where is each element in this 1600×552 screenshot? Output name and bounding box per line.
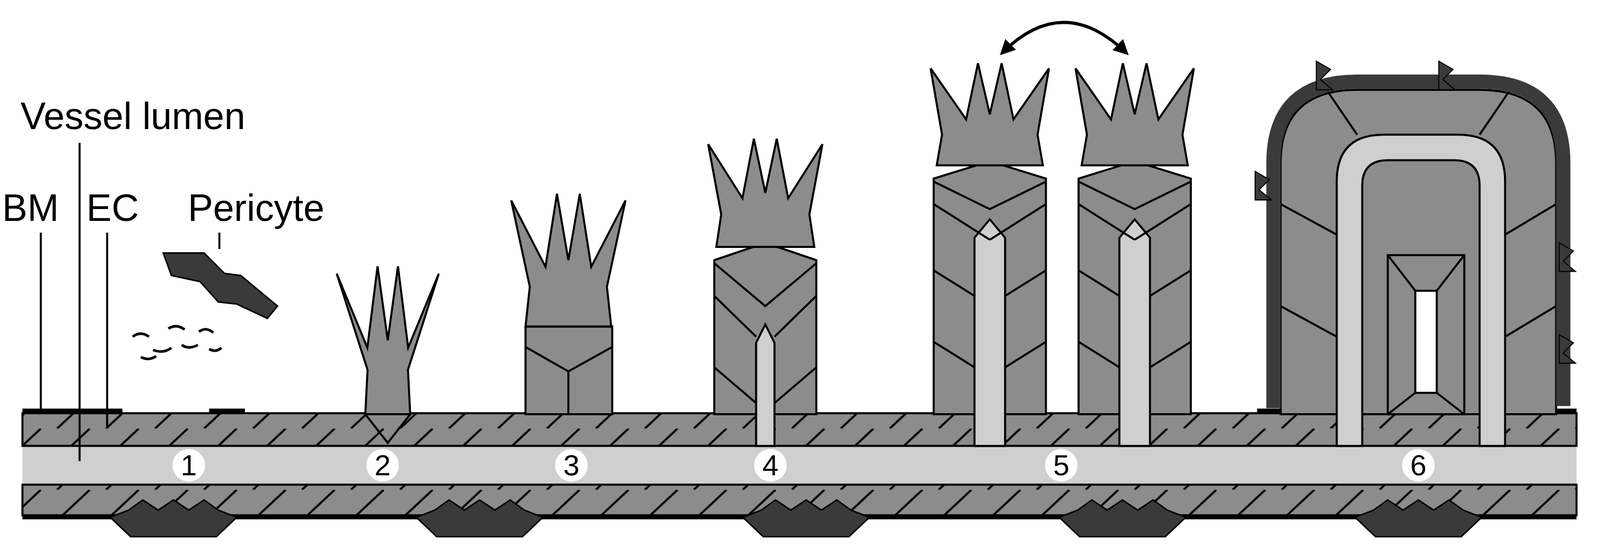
pericyte	[416, 499, 543, 537]
cell-border	[933, 341, 975, 368]
cell-border	[774, 367, 817, 403]
callout-number: 1	[180, 450, 198, 480]
cell-border	[714, 367, 757, 403]
cell-border	[714, 262, 817, 306]
callout-circles	[172, 448, 1435, 481]
cell-border	[1134, 204, 1191, 240]
cell-border	[567, 371, 570, 415]
cell-border	[933, 270, 975, 296]
cell-border	[525, 346, 613, 371]
callout-number: 3	[563, 450, 580, 480]
anastomosis-arrow	[1001, 22, 1127, 54]
pericyte-edge	[1438, 60, 1455, 90]
tip-cell	[708, 138, 823, 247]
callout-number: 2	[374, 450, 391, 480]
loop-lumen	[1336, 134, 1505, 446]
cell-border	[933, 204, 991, 240]
pericyte-cover	[1273, 81, 1564, 409]
callout-number: 6	[1409, 450, 1427, 480]
cell-border	[1504, 204, 1557, 235]
sprout-lumen	[756, 324, 775, 446]
part-label: EC	[86, 188, 139, 227]
sprout-lumen	[1119, 219, 1151, 446]
cell-border	[774, 295, 817, 337]
vessel-lumen	[22, 445, 1577, 485]
sprouts	[336, 60, 1576, 446]
callout-number: 4	[762, 450, 779, 480]
cell-border	[1005, 270, 1047, 296]
stalk-cell	[525, 326, 613, 415]
cell-border	[1280, 204, 1337, 235]
cell-border	[1387, 392, 1416, 415]
bm-fragments	[132, 326, 222, 359]
cell-border	[1280, 306, 1337, 337]
cell-border	[1078, 204, 1135, 240]
cell-border	[714, 295, 757, 337]
pericyte-edge	[1558, 242, 1576, 272]
callout-number: 5	[1053, 450, 1070, 480]
pericytes	[110, 499, 1482, 537]
sprout-lumen	[974, 219, 1006, 446]
pericyte	[1059, 499, 1186, 537]
inner-lumen	[1415, 290, 1437, 393]
cell-border	[1479, 89, 1511, 135]
pericyte-edge	[1558, 334, 1576, 364]
cell-border	[1326, 89, 1358, 135]
cell-border	[1504, 306, 1557, 337]
pericyte-edge	[1316, 60, 1333, 90]
part-label: Pericyte	[187, 188, 325, 227]
basement-membrane	[22, 408, 1577, 414]
pericyte	[1354, 499, 1482, 537]
tip-cell	[511, 193, 626, 327]
tip-cell	[1075, 63, 1194, 166]
pericyte	[742, 499, 870, 537]
cell-border	[1436, 254, 1465, 291]
cell-border	[1149, 341, 1191, 368]
cell-border	[365, 414, 411, 443]
inner-cell	[1387, 254, 1465, 415]
tip-cell	[336, 266, 439, 415]
cell-border	[1005, 341, 1047, 368]
cell-border	[1078, 181, 1191, 209]
cell-border	[1436, 392, 1465, 415]
cell-border	[1149, 270, 1191, 296]
pericyte-edge	[1255, 171, 1272, 200]
part-label: Vessel lumen	[20, 97, 246, 135]
part-label: BM	[2, 188, 59, 227]
tip-cell	[930, 63, 1049, 166]
pericyte	[163, 252, 278, 318]
cell-border	[1078, 341, 1120, 368]
cell-border	[1387, 254, 1416, 291]
pericyte	[110, 499, 237, 537]
cell-border	[1078, 270, 1120, 296]
cell-border	[990, 204, 1047, 240]
cell-border	[933, 181, 1047, 209]
